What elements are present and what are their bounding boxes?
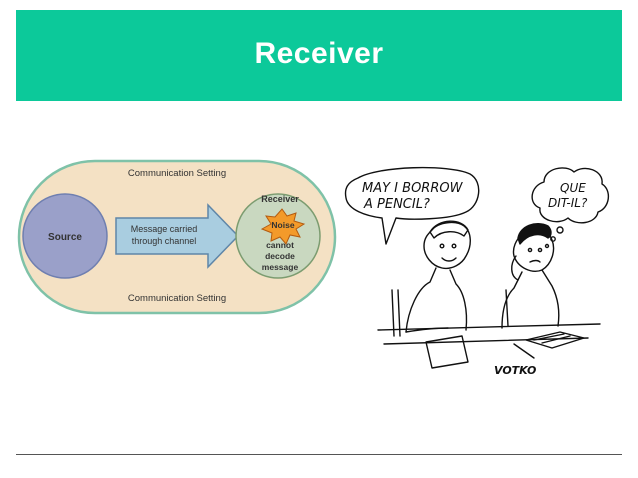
arrow-label-line2: through channel: [132, 236, 197, 246]
bottom-divider: [16, 454, 622, 455]
thought-text-line2: DIT-IL?: [548, 196, 588, 210]
pencil: [513, 343, 535, 359]
noise-label: Noise: [271, 220, 294, 230]
source-label: Source: [48, 232, 82, 243]
thought-dot-3: [544, 243, 550, 249]
thought-dot-1: [556, 226, 564, 234]
noise-burst: [260, 208, 306, 245]
artist-signature: VOTKO: [494, 364, 536, 377]
setting-label-bottom: Communication Setting: [128, 293, 226, 304]
speech-text-line1: MAY I BORROW: [362, 181, 464, 196]
arrow-label-line1: Message carried: [131, 224, 198, 234]
notebook-right: [525, 331, 585, 349]
paper-left: [425, 335, 469, 369]
left-boy: [391, 220, 471, 337]
title-bar: Receiver: [16, 10, 622, 101]
desk: [377, 323, 601, 331]
speech-bubble: [344, 166, 480, 245]
communication-diagram: Communication Setting Communication Sett…: [17, 159, 337, 315]
decode-line3: message: [262, 262, 299, 272]
decode-line1: cannot: [266, 240, 294, 250]
speech-text-line2: A PENCIL?: [363, 197, 430, 212]
cartoon-illustration: MAY I BORROW A PENCIL? QUE DIT-IL? VOTKO: [344, 166, 609, 377]
thought-bubble: [531, 167, 609, 224]
right-boy: [501, 222, 560, 329]
thought-text-line1: QUE: [560, 181, 586, 195]
slide-title: Receiver: [254, 36, 384, 70]
decode-line2: decode: [265, 251, 295, 261]
message-arrow: [115, 203, 240, 269]
receiver-label: Receiver: [261, 194, 299, 204]
setting-label-top: Communication Setting: [128, 168, 226, 179]
source-circle: [22, 193, 108, 279]
